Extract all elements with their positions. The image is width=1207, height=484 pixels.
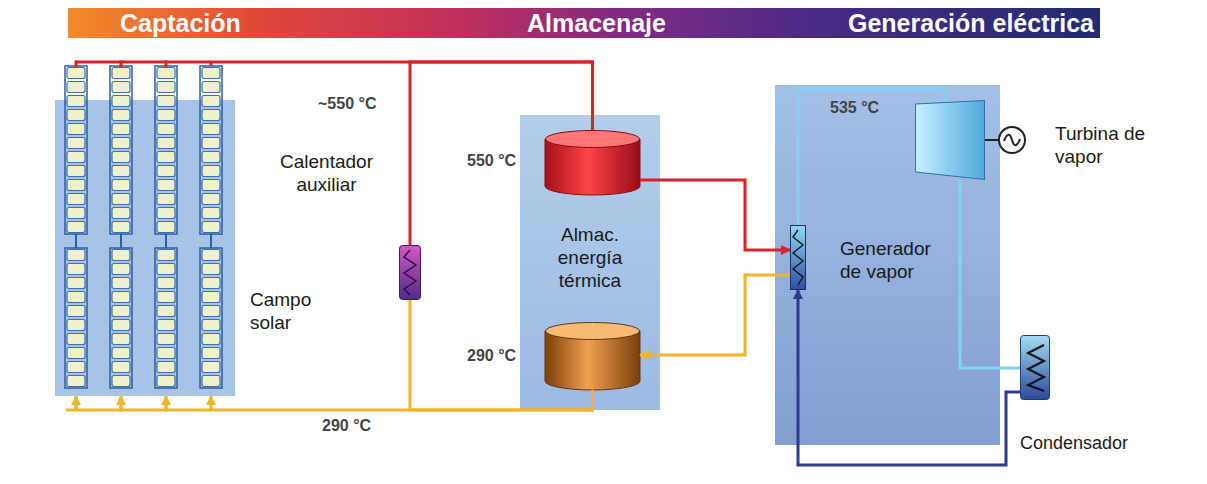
hot-pipe-stub <box>76 61 166 68</box>
stage-heading: Almacenaje <box>527 9 666 37</box>
generator-symbol <box>999 127 1025 153</box>
steam-generator-body <box>791 226 806 290</box>
stage-heading: Captación <box>120 9 241 37</box>
condenser-body <box>1021 336 1050 400</box>
collector-column-bottom <box>200 248 222 388</box>
stage-band: Captación Almacenaje Generación eléctrica <box>68 8 1100 38</box>
cold-pipe <box>66 409 211 412</box>
heater-body <box>400 246 421 300</box>
column-link <box>75 234 77 248</box>
pipe-connector <box>410 300 593 410</box>
node-label: 550 °C <box>467 151 516 170</box>
collector-column <box>200 66 222 234</box>
pipe-connector <box>211 390 593 410</box>
collector-column-bottom <box>65 248 87 388</box>
pipe-connector <box>798 90 945 225</box>
text-holder: Generación eléctrica <box>848 9 1094 37</box>
text-holder: 290 °C <box>467 346 516 365</box>
tank-top <box>546 131 640 148</box>
node-label: Almac. energía térmica <box>545 223 635 292</box>
collector-column <box>110 248 132 388</box>
collector-column-top <box>200 66 222 234</box>
pipe-connector <box>410 62 593 245</box>
pipe-connector <box>640 275 790 355</box>
text-holder: Campo solar <box>250 288 318 334</box>
shaft-line <box>985 139 999 141</box>
node-label: 290 °C <box>467 346 516 365</box>
auxiliary-heater: Calentador auxiliar <box>399 245 421 300</box>
pipe-connector <box>640 180 790 250</box>
hot-tank: 550 °C <box>545 130 640 195</box>
turbine-body <box>916 101 985 180</box>
collector-column <box>155 66 177 234</box>
collector-column <box>65 248 87 388</box>
riser-arrow <box>75 396 78 411</box>
text-holder: Condensador <box>1020 432 1128 455</box>
pipe-connector <box>211 62 593 130</box>
storage-panel: 550 °C 290 °C Almac. energía térmica <box>520 115 660 410</box>
solar-field-shape <box>55 66 235 396</box>
stage-heading: Generación eléctrica <box>848 9 1094 37</box>
steam-turbine: Turbina de vapor <box>915 100 985 180</box>
text-holder: Almac. energía térmica <box>545 223 635 292</box>
text-holder: Calentador auxiliar <box>269 150 384 196</box>
node-label: Turbina de vapor <box>1055 122 1155 168</box>
auxiliary-heater-shape <box>399 245 421 300</box>
steam-generator-coil <box>793 230 803 285</box>
pipe-connector <box>798 290 1020 465</box>
node-label: Generador de vapor <box>840 237 945 283</box>
hot-pipe <box>76 61 211 64</box>
cold-pipe-riser <box>76 397 166 412</box>
collector-column-top <box>110 66 132 234</box>
node-label: Calentador auxiliar <box>269 150 384 196</box>
text-holder: Turbina de vapor <box>1055 122 1155 168</box>
collector-column-bottom <box>110 248 132 388</box>
text-holder: 535 °C <box>830 98 879 117</box>
cold-tank: 290 °C <box>545 322 640 390</box>
cold-tank-shape <box>545 322 640 390</box>
text-holder: ~550 °C <box>318 94 376 113</box>
temperature-label: ~550 °C <box>318 94 376 113</box>
riser-arrow <box>165 396 168 411</box>
column-link <box>210 234 212 248</box>
text-holder: Captación <box>120 9 241 37</box>
solar-field: Campo solar <box>55 66 235 396</box>
steam-turbine-shape <box>915 100 985 180</box>
node-label: Condensador <box>1020 432 1128 455</box>
collector-column-bottom <box>155 248 177 388</box>
column-link <box>165 234 167 248</box>
condenser-coil <box>1028 345 1044 391</box>
steam-generator-shape <box>790 225 806 290</box>
tank-top <box>546 323 640 340</box>
condenser-shape <box>1020 335 1050 400</box>
pipe-connector <box>960 180 1020 368</box>
collector-column <box>200 248 222 388</box>
text-holder: 290 °C <box>322 416 371 435</box>
riser-arrow <box>120 396 123 411</box>
text-holder: Generador de vapor <box>840 237 945 283</box>
column-link <box>120 234 122 248</box>
collector-column-top <box>65 66 87 234</box>
condenser: Condensador <box>1020 335 1050 400</box>
ac-wave-symbol <box>1004 135 1020 145</box>
steam-generator: Generador de vapor <box>790 225 806 290</box>
node-label: Campo solar <box>250 288 318 334</box>
text-holder: 550 °C <box>467 151 516 170</box>
text-holder: Almacenaje <box>527 9 666 37</box>
collector-column <box>65 66 87 234</box>
node-label: 535 °C <box>830 98 879 117</box>
collector-column <box>155 248 177 388</box>
temperature-label: 290 °C <box>322 416 371 435</box>
collector-column-top <box>155 66 177 234</box>
heater-coil <box>404 250 416 295</box>
collector-column <box>110 66 132 234</box>
generation-panel: Turbina de vaporGenerador de vapor 535 °C <box>775 85 1000 445</box>
hot-tank-shape <box>545 130 640 195</box>
